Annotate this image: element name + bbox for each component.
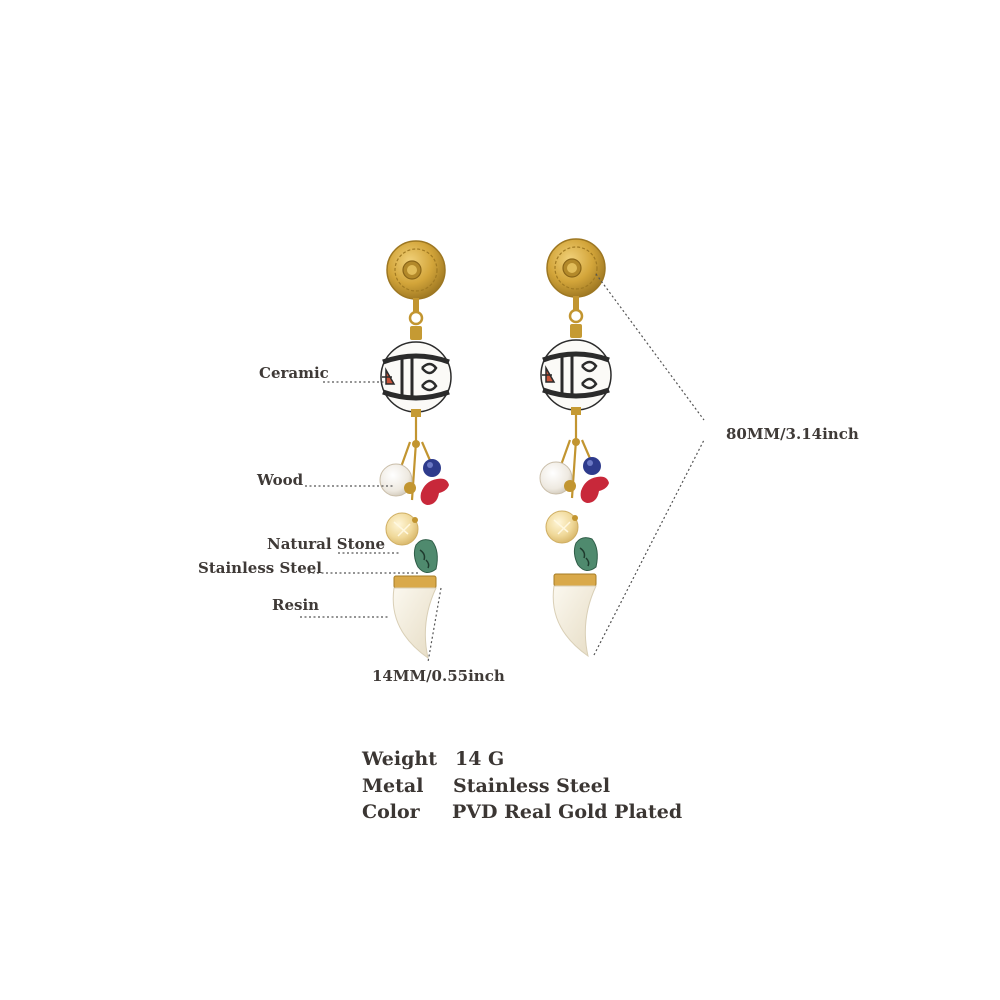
wood-label: Wood	[257, 471, 304, 489]
natural-stone-label: Natural Stone	[267, 535, 386, 553]
left-earring	[380, 241, 451, 658]
spec-color-key: Color	[362, 801, 420, 823]
spec-weight-key: Weight	[362, 748, 437, 770]
width-dimension-label: 14MM/0.55inch	[372, 667, 505, 685]
ceramic-label: Ceramic	[259, 364, 329, 382]
length-dimension-label: 80MM/3.14inch	[726, 425, 859, 443]
spec-metal-key: Metal	[362, 775, 424, 797]
spec-metal-value: Stainless Steel	[453, 775, 611, 797]
spec-weight-value: 14 G	[455, 748, 505, 770]
right-earring	[540, 239, 611, 656]
resin-label: Resin	[272, 596, 320, 614]
leader-lines	[300, 273, 705, 663]
stainless-steel-label: Stainless Steel	[198, 559, 322, 577]
spec-color-value: PVD Real Gold Plated	[452, 801, 683, 823]
